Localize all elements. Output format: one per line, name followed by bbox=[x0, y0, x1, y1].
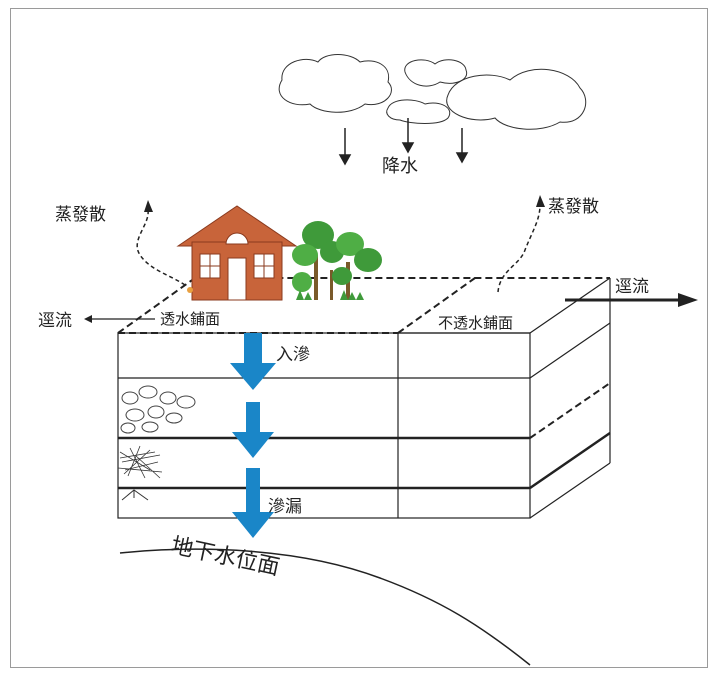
bottom-layer-mark bbox=[121, 489, 149, 501]
trees-icon bbox=[292, 221, 382, 300]
evap-right-label: 蒸發散 bbox=[548, 197, 599, 217]
precipitation-label: 降水 bbox=[382, 156, 418, 177]
runoff-right-label: 逕流 bbox=[615, 277, 649, 297]
water-table-line bbox=[119, 548, 531, 666]
house-icon bbox=[176, 205, 298, 301]
runoff-left-arrowhead bbox=[84, 315, 92, 323]
percolation-label: 滲漏 bbox=[268, 497, 302, 517]
infiltration-arrows bbox=[230, 333, 276, 538]
runoff-right-arrowhead bbox=[678, 293, 698, 307]
diagram-frame bbox=[10, 8, 708, 668]
gravel-layer-icon bbox=[120, 385, 196, 434]
cloud-icon bbox=[278, 54, 587, 130]
evap-left-arrowhead bbox=[144, 200, 153, 212]
runoff-left-label: 逕流 bbox=[38, 311, 72, 331]
evap-left-path bbox=[136, 209, 186, 286]
evap-right-path bbox=[497, 204, 541, 293]
water-table-label: 地下水位面 bbox=[169, 533, 282, 580]
evap-right-arrowhead bbox=[536, 195, 545, 207]
evap-left-label: 蒸發散 bbox=[55, 205, 106, 225]
impermeable-pavement-label: 不透水鋪面 bbox=[438, 314, 513, 332]
precipitation-arrows bbox=[338, 118, 469, 166]
permeable-pavement-label: 透水鋪面 bbox=[160, 310, 220, 328]
fibrous-layer-icon bbox=[117, 445, 163, 479]
infiltration-label: 入滲 bbox=[276, 345, 310, 365]
